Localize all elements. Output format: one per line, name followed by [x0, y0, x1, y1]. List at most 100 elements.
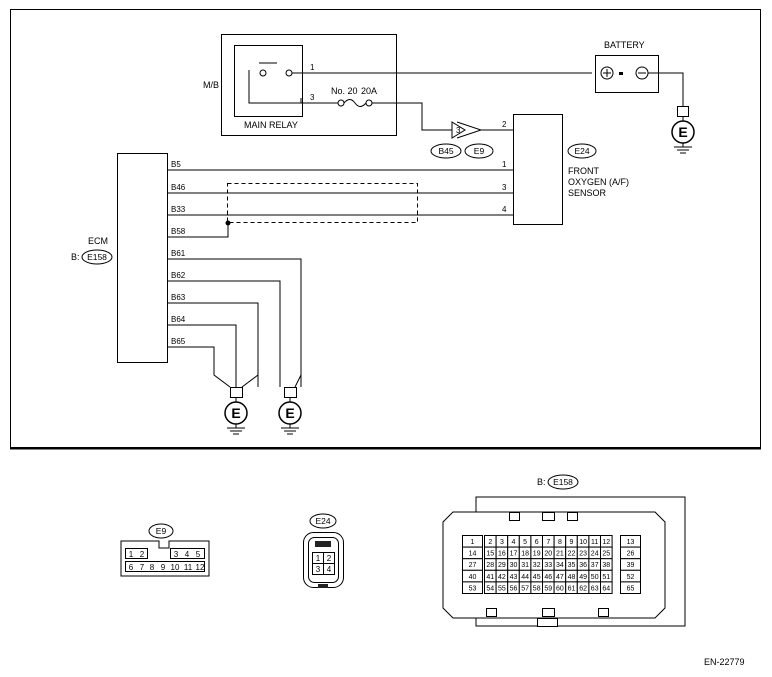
e158-pin-number: 48 — [568, 574, 576, 581]
e158-pin-number: 61 — [568, 585, 576, 592]
battery-positive-sign — [603, 69, 611, 77]
relay-pin-3: 3 — [310, 93, 315, 102]
sensor-box — [513, 114, 563, 225]
wire-b64 — [168, 324, 237, 387]
wire-b62 — [168, 280, 281, 387]
battery-ground-wire — [648, 72, 684, 106]
connector-e24-title: E24 — [315, 516, 330, 526]
e9-pin-4: 4 — [185, 550, 190, 559]
ecm-prefix: B: — [71, 252, 80, 262]
e24-pin-4: 4 — [327, 565, 332, 574]
relay-terminal-b — [285, 69, 293, 77]
e24-pin-3: 3 — [316, 565, 321, 574]
wire-merge-left — [241, 374, 259, 388]
e158-pin-number: 35 — [568, 562, 576, 569]
e158-pin-number: 10 — [579, 539, 587, 546]
ecm-pin-b58: B58 — [171, 227, 186, 236]
fuse-terminal-b — [365, 99, 373, 107]
e158-pin-number: 32 — [533, 562, 541, 569]
e158-pin-number: 39 — [627, 562, 635, 569]
ecm-pin-b5: B5 — [171, 160, 181, 169]
e158-pin-number: 4 — [512, 539, 516, 546]
e158-pin-number: 23 — [579, 551, 587, 558]
relay-pin-1: 1 — [310, 63, 315, 72]
sensor-pin-2: 2 — [502, 120, 507, 129]
wire-b63 — [168, 302, 259, 387]
e158-pin-number: 52 — [627, 574, 635, 581]
relay-contact — [248, 62, 302, 104]
battery-label: BATTERY — [604, 40, 645, 50]
mb-label: M/B — [203, 80, 219, 90]
e158-pin-cell — [620, 581, 641, 595]
sensor-pin-3: 3 — [502, 183, 507, 192]
junction-tag-b45 — [430, 143, 462, 159]
e158-pin-number: 41 — [486, 574, 494, 581]
e158-pin-number: 19 — [533, 551, 541, 558]
connector-e9-body — [120, 540, 210, 577]
e9-pin-10: 10 — [171, 563, 180, 572]
e158-pin-number: 63 — [591, 585, 599, 592]
sensor-pin-4: 4 — [502, 205, 507, 214]
e158-pin-number: 43 — [510, 574, 518, 581]
e158-pin-number: 11 — [591, 539, 598, 546]
e158-pin-number: 65 — [627, 585, 635, 592]
e158-pin-number: 18 — [521, 551, 529, 558]
e158-pin-number: 60 — [556, 585, 564, 592]
ecm-pin-b63: B63 — [171, 293, 186, 302]
e158-pin-number: 24 — [591, 551, 599, 558]
connector-e9-title: E9 — [156, 526, 167, 536]
e158-pin-number: 2 — [488, 539, 492, 546]
e158-pin-number: 62 — [579, 585, 587, 592]
junction-tag-e9-text: E9 — [474, 146, 485, 156]
e9-pin-11: 11 — [184, 563, 193, 572]
junction-tag-b45-text: B45 — [438, 146, 453, 156]
e158-pin-number: 20 — [544, 551, 552, 558]
shield-junction-dot — [225, 220, 231, 226]
e158-pin-number: 6 — [535, 539, 539, 546]
connector-e158-prefix: B: — [537, 477, 546, 487]
e158-pin-number: 44 — [521, 574, 529, 581]
e158-pin-number: 7 — [546, 539, 550, 546]
main-relay-label: MAIN RELAY — [244, 120, 298, 130]
e158-pin-number: 14 — [469, 551, 477, 558]
relay-terminal-a — [259, 69, 267, 77]
junction-tag-e9 — [464, 143, 494, 159]
sensor-pin-1: 1 — [502, 160, 507, 169]
e158-pin-number: 49 — [579, 574, 587, 581]
sensor-label-2: OXYGEN (A/F) — [568, 177, 629, 187]
wire-merge-right — [294, 374, 302, 388]
e9-pin-9: 9 — [161, 563, 166, 572]
sensor-tag-text: E24 — [574, 146, 589, 156]
ecm-label: ECM — [88, 236, 108, 246]
fuse-rating: 20A — [361, 86, 377, 96]
e158-pin-number: 31 — [521, 562, 529, 569]
e158-pin-number: 16 — [498, 551, 506, 558]
ecm-box — [117, 153, 168, 363]
e158-pin-number: 42 — [498, 574, 506, 581]
ground-symbol: E — [224, 387, 248, 435]
connector-e158-title: E158 — [553, 477, 573, 487]
e158-pin-number: 40 — [469, 574, 477, 581]
svg-text:E: E — [678, 124, 687, 140]
connector-e158-tag — [547, 474, 579, 490]
e9-pin-7: 7 — [140, 563, 145, 572]
e158-pin-number: 58 — [533, 585, 541, 592]
connector-e9: E9 1 2 3 4 5 6 7 8 9 10 11 12 — [120, 523, 210, 577]
ecm-module: ECM B: E158 B5 B46 B33 B58 B61 B62 B63 B… — [71, 153, 513, 388]
e158-pin-number: 56 — [510, 585, 518, 592]
mb-box — [221, 34, 397, 136]
e158-pin-number: 30 — [510, 562, 518, 569]
e158-pin-number: 15 — [486, 551, 494, 558]
e9-pin-2: 2 — [140, 550, 145, 559]
e158-pin-number: 47 — [556, 574, 564, 581]
e24-pin-1: 1 — [316, 554, 321, 563]
e158-pin-number: 5 — [523, 539, 527, 546]
ecm-tag-text: E158 — [87, 252, 107, 262]
e9-pin-5: 5 — [196, 550, 201, 559]
e9-pin-8: 8 — [150, 563, 155, 572]
main-relay-module: M/B 1 3 MAIN RELAY No. 20 20A — [203, 34, 592, 136]
relay-box — [234, 45, 303, 117]
e158-pin-cell — [462, 581, 483, 595]
